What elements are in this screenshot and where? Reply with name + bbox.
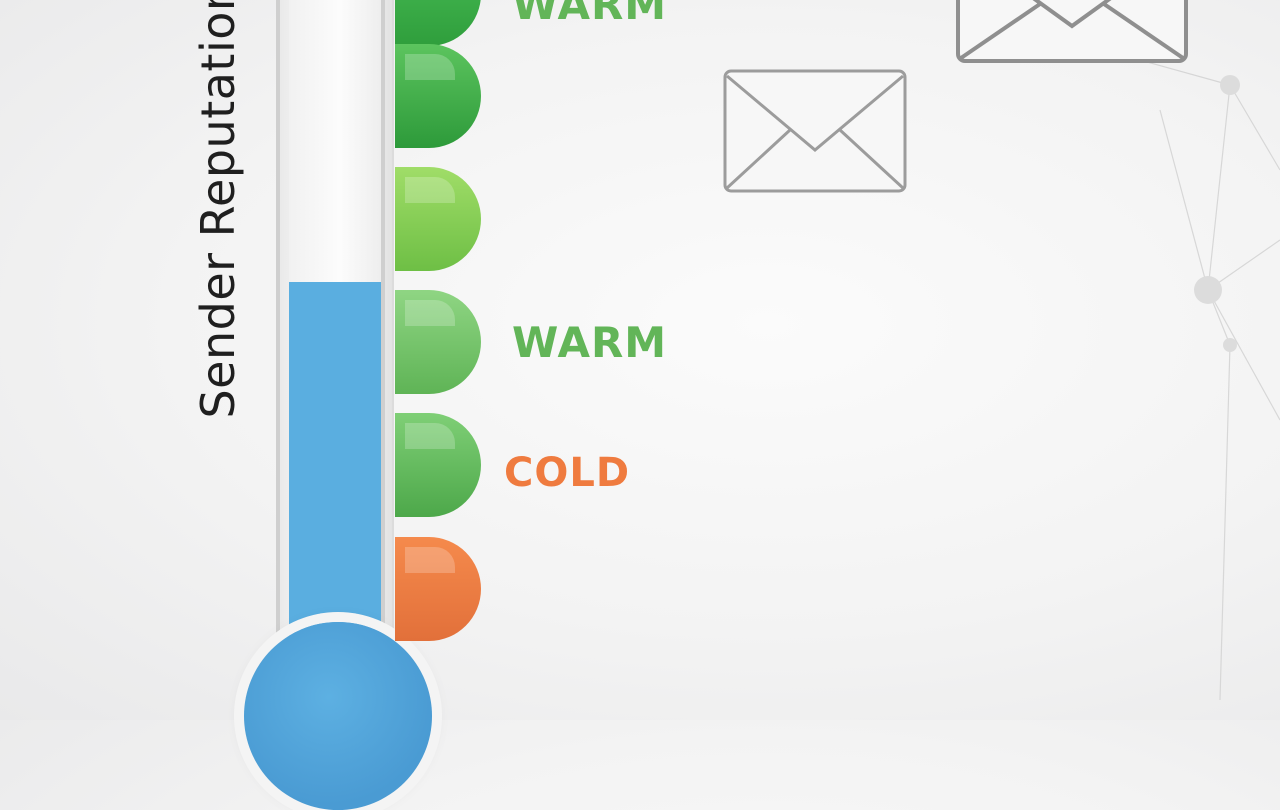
thermometer-fill (289, 282, 381, 660)
warm-label: WARM (512, 318, 668, 367)
level-step-6 (395, 537, 481, 641)
axis-label: Sender Reputation (191, 0, 245, 419)
envelope-icon (723, 69, 907, 193)
level-step-1 (395, 0, 481, 46)
network-graphic (1139, 59, 1280, 701)
thermometer-bulb (244, 622, 432, 810)
tube-edge-right (381, 0, 385, 640)
level-step-3 (395, 167, 481, 271)
cold-label: COLD (504, 450, 631, 496)
level-step-5 (395, 413, 481, 517)
envelope-icon-top (956, 0, 1188, 63)
level-step-2 (395, 44, 481, 148)
warm-label-top: WARM (512, 0, 668, 29)
tube-edge-left (276, 0, 280, 640)
level-step-4 (395, 290, 481, 394)
